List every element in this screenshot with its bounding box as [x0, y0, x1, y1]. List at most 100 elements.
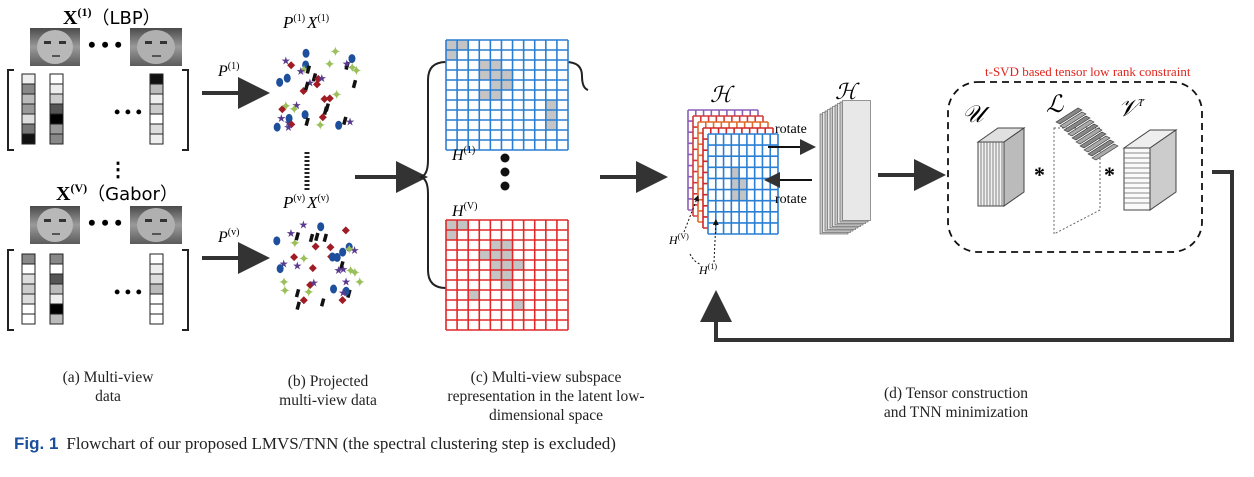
projected-title-v: P(v)X(v)	[282, 193, 329, 212]
data-point	[306, 281, 315, 290]
data-point: ★	[299, 219, 309, 231]
data-point	[304, 117, 310, 127]
grid-cell-filled	[457, 40, 469, 50]
tensor-symbol-left: ℋ	[710, 82, 735, 107]
data-point	[287, 120, 296, 129]
tensor-symbol-right: ℋ	[835, 79, 860, 104]
panel-d-tensor: ℋ H(V) H(1) rotate rotate ℋ t-SVD based …	[668, 64, 1234, 342]
projected-scatter: ★✦★✦★✦★✦★✦★✦★✦★✦★✦★	[273, 219, 366, 311]
matrix-bracket	[7, 249, 14, 331]
hv-label: H(V)	[451, 201, 477, 220]
ellipsis: • • •	[88, 32, 122, 57]
projected-title-1: P(1)X(1)	[282, 13, 329, 32]
data-point	[312, 80, 321, 89]
grid-cell-filled	[501, 270, 513, 280]
data-point	[317, 222, 325, 232]
viewv-title: X(V)（Gabor）	[56, 181, 178, 205]
matrix-ellipsis: • • •	[114, 102, 142, 122]
data-point	[301, 110, 309, 120]
matrix-cell	[21, 273, 36, 285]
data-point	[330, 284, 338, 294]
data-point	[303, 81, 310, 91]
data-point: ★	[309, 278, 319, 290]
data-point: ✦	[298, 252, 310, 267]
constraint-title: t-SVD based tensor low rank constraint	[985, 64, 1191, 79]
grid-cell-filled	[446, 220, 458, 230]
grid-cell-filled	[501, 240, 513, 250]
grid-cell-filled	[731, 167, 740, 179]
grid-cell-filled	[739, 189, 747, 201]
matrix-cell	[49, 113, 64, 125]
data-point	[342, 286, 350, 296]
feature-matrix: • • •	[7, 249, 189, 331]
data-point: ★	[283, 122, 293, 134]
left-brace	[419, 61, 447, 289]
rotated-tensor	[819, 100, 871, 235]
right-brace	[565, 61, 589, 91]
data-point: ✦	[324, 58, 336, 73]
data-point: ★	[286, 228, 296, 240]
projected-scatter: ★✦★✦★✦★✦★✦★✦★✦★✦★✦★	[273, 46, 363, 134]
diagonal-slice	[1075, 127, 1103, 145]
data-point: ✦	[314, 119, 326, 134]
data-point: ✦	[303, 286, 315, 301]
data-point	[339, 260, 345, 270]
feature-matrix: • • •	[7, 69, 189, 151]
data-point	[319, 298, 326, 307]
data-point	[308, 233, 315, 243]
data-point: ★	[338, 264, 348, 276]
data-point: ✦	[280, 100, 292, 115]
data-point	[294, 231, 300, 241]
data-point	[276, 264, 284, 274]
data-point	[308, 264, 317, 273]
hv-small-label: H(V)	[668, 232, 689, 247]
matrix-cell	[149, 303, 164, 315]
caption-c-line2: representation in the latent low-	[447, 388, 645, 405]
data-point: ✦	[288, 103, 300, 118]
matrix-cell	[149, 73, 164, 85]
matrix-cell	[149, 263, 164, 275]
data-point	[345, 242, 353, 252]
matrix-cell	[21, 93, 36, 105]
matrix-cell	[149, 273, 164, 285]
caption-d-line2: and TNN minimization	[883, 404, 1029, 421]
data-point	[339, 247, 347, 257]
matrix-cell	[149, 83, 164, 95]
data-point: ✦	[343, 243, 355, 258]
grid-cell-filled	[512, 260, 524, 270]
grid-cell-filled	[731, 178, 740, 190]
grid-cell-filled	[501, 280, 513, 290]
grid-cell-filled	[512, 300, 524, 310]
data-point	[273, 236, 281, 246]
ellipsis: • • •	[88, 210, 122, 235]
grid-cell-filled	[501, 70, 513, 80]
data-point	[294, 288, 301, 298]
panel-b-projected-data: P(1)X(1) ★✦★✦★✦★✦★✦★✦★✦★✦★✦★ P(v)X(v) ★✦…	[273, 13, 366, 311]
matrix-cell	[49, 73, 64, 85]
subspace-grid-hv	[445, 219, 569, 331]
data-point: ★	[317, 73, 327, 85]
tensor-face	[977, 141, 1005, 207]
projection-label-v: P(v)	[217, 227, 239, 246]
data-point: ★	[279, 258, 289, 270]
data-point	[278, 105, 287, 114]
diagonal-slice	[1079, 131, 1107, 149]
data-point	[335, 120, 343, 130]
stacked-subspace-tensor	[687, 109, 779, 235]
l-symbol: ℒ	[1046, 92, 1064, 118]
tensor-l-diagonal	[1053, 107, 1119, 235]
matrix-cell	[149, 283, 164, 295]
data-point: ★	[281, 55, 291, 67]
matrix-bracket	[182, 249, 189, 331]
data-point	[287, 61, 296, 70]
vertical-dots: ⋮	[108, 159, 128, 181]
diagonal-slice	[1059, 111, 1087, 129]
face-image	[30, 206, 80, 244]
panel-c-subspace: H(1) H(V)	[419, 39, 589, 331]
data-point	[348, 54, 356, 64]
grid-cell-filled	[490, 70, 502, 80]
data-point: ★	[350, 245, 360, 257]
data-point	[325, 94, 334, 103]
grid-cell-filled	[457, 220, 469, 230]
